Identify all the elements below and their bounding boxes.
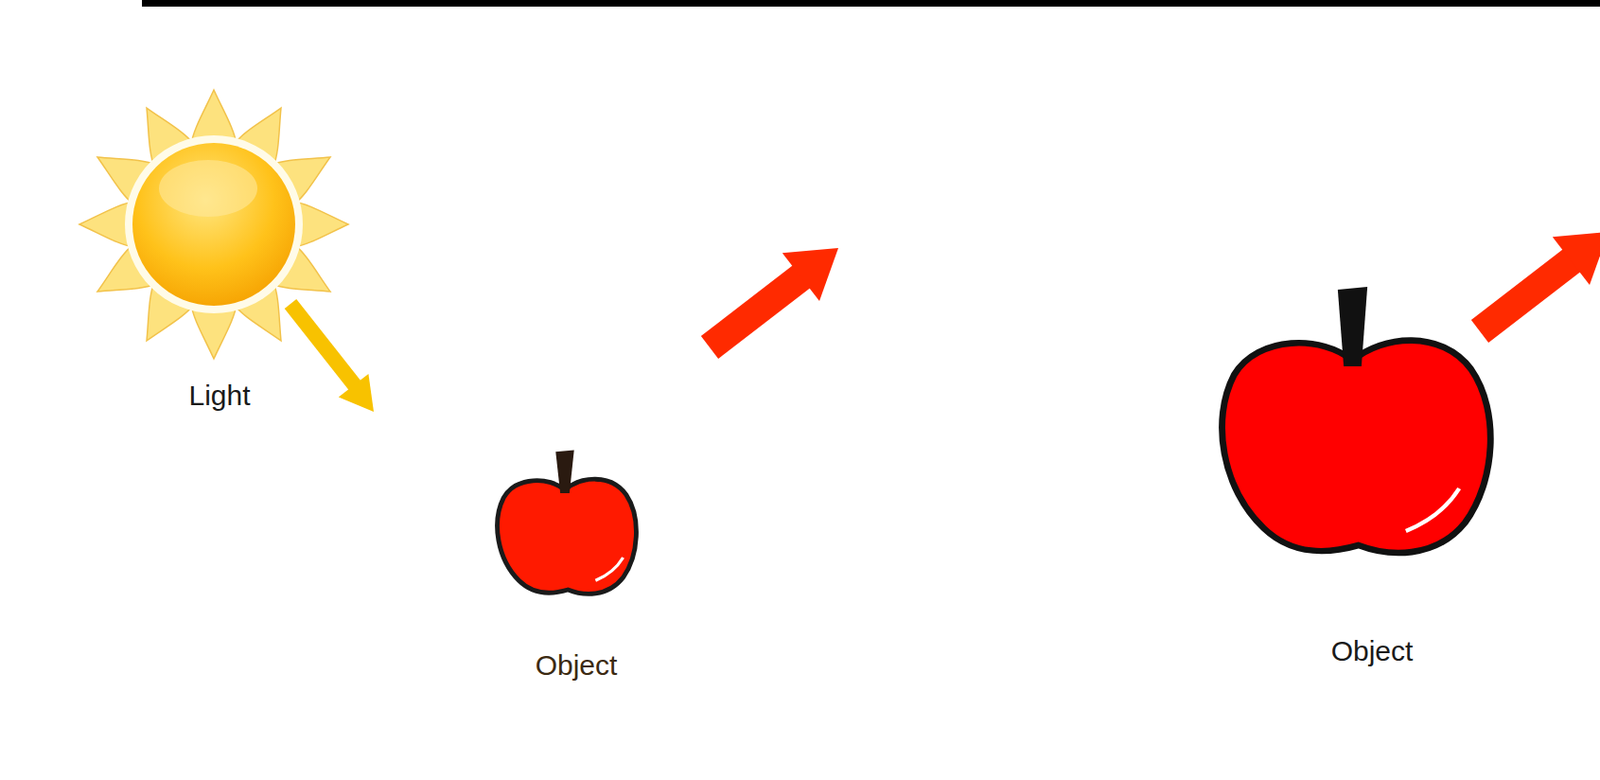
light-arrow	[290, 303, 374, 412]
circle-outline	[10, 12, 772, 774]
apple-icon	[497, 450, 637, 595]
node-label: Object	[535, 649, 618, 681]
object-label-holder: Object	[1331, 634, 1414, 669]
node-label-holder: Light	[188, 379, 250, 413]
light-region: LightObject	[10, 12, 772, 774]
apple-icon	[1222, 286, 1492, 553]
reflection-arrow	[1479, 231, 1600, 332]
node-label: Light	[188, 379, 250, 411]
object-label: Object	[1331, 634, 1414, 667]
title-strip	[141, 0, 1600, 7]
reflection-arrow	[709, 247, 839, 348]
node-label-holder: Object	[535, 649, 618, 683]
circle-outline	[351, 318, 740, 707]
object-region: Object	[351, 318, 740, 707]
